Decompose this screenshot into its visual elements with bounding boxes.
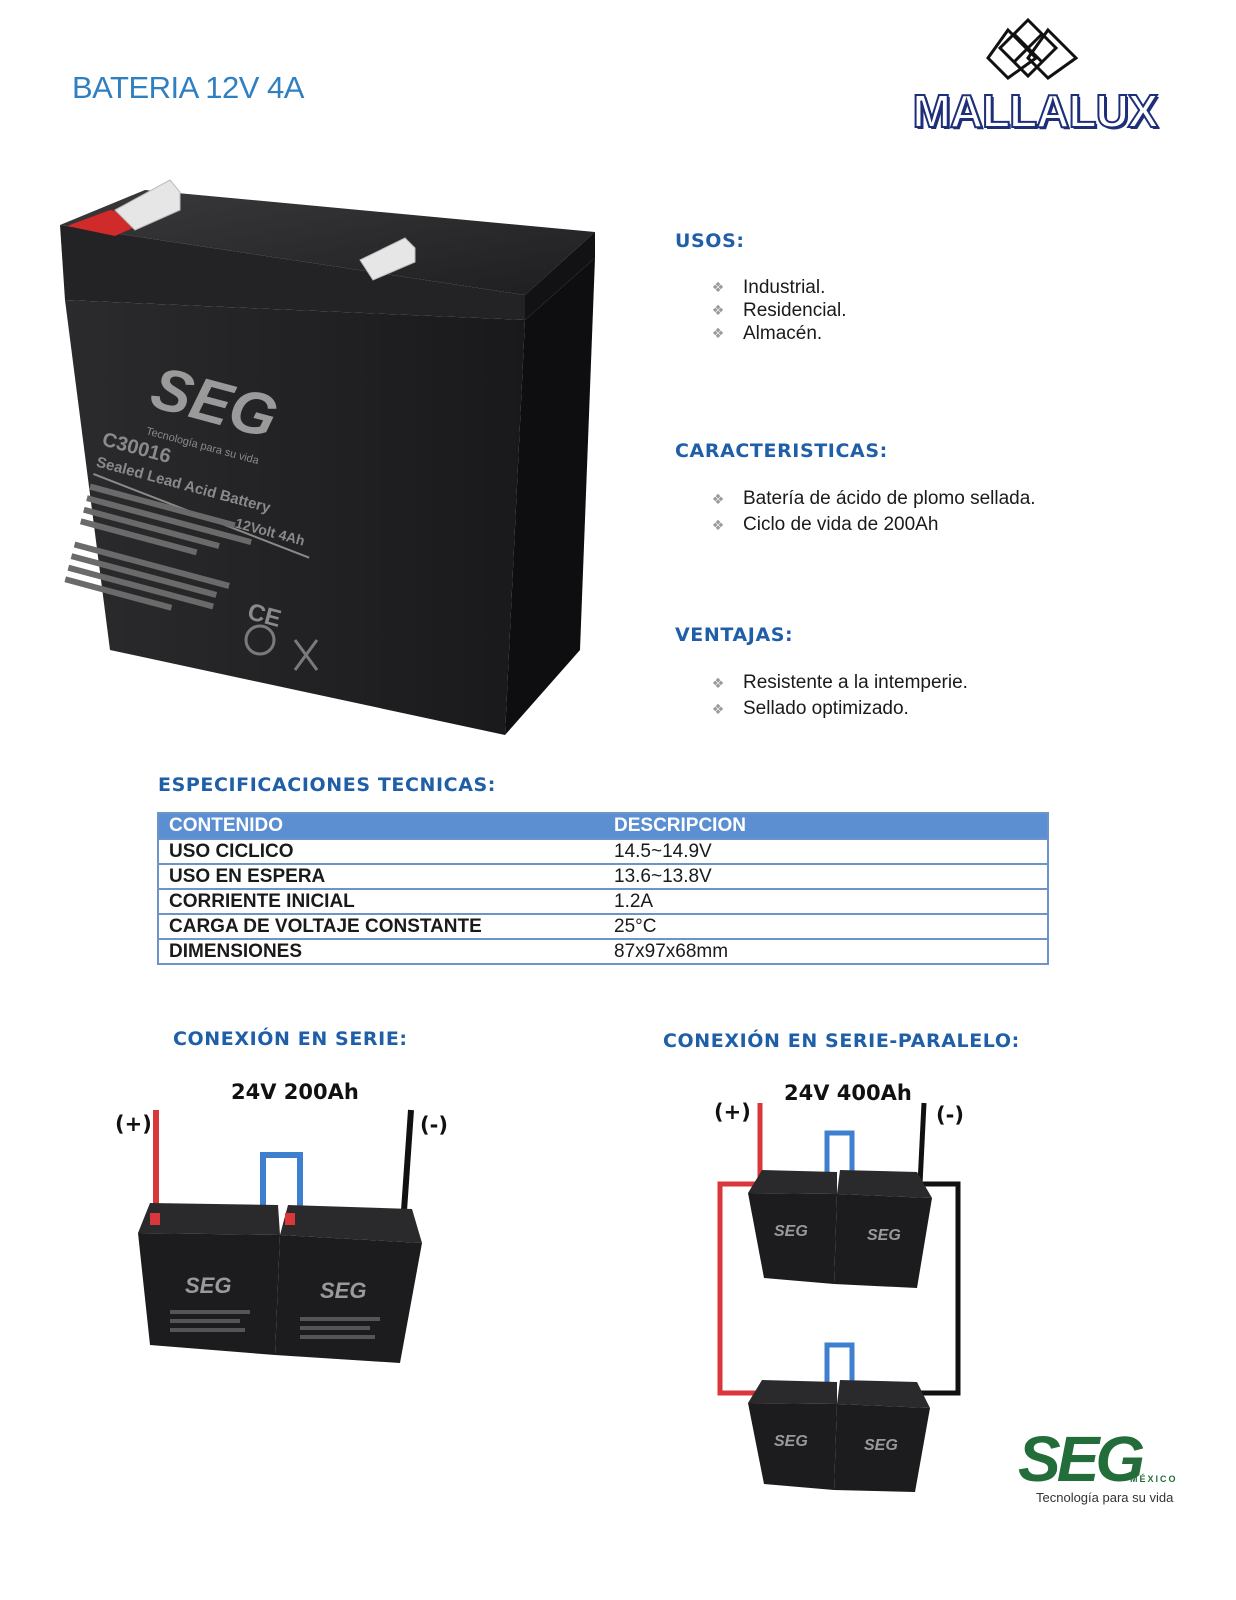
spec-value: 87x97x68mm: [604, 938, 1048, 964]
seg-sub: MÉXICO: [1130, 1474, 1178, 1484]
diamond-bullet-icon: ❖: [711, 701, 725, 717]
battery-product-image: SEG Tecnología para su vida C30016 Seale…: [60, 179, 595, 735]
spec-value: 14.5~14.9V: [604, 838, 1048, 864]
usos-heading: USOS:: [675, 230, 745, 252]
diamond-bullet-icon: ❖: [711, 279, 725, 295]
diamond-bullet-icon: ❖: [711, 491, 725, 507]
spec-value: 25°C: [604, 913, 1048, 939]
list-item: ❖Ciclo de vida de 200Ah: [705, 512, 1036, 538]
bridge-wire: [824, 1342, 855, 1398]
serie-paralelo-positive-label: (+): [714, 1100, 751, 1124]
serie-paralelo-diagram: SEG SEG SEG SEG: [717, 1102, 961, 1492]
negative-wire: [400, 1109, 414, 1226]
list-item: ❖Sellado optimizado.: [705, 696, 968, 722]
battery-icon: SEG: [748, 1380, 837, 1490]
column-header: CONTENIDO: [158, 813, 604, 839]
serie-positive-label: (+): [115, 1112, 152, 1136]
svg-text:SEG: SEG: [774, 1223, 808, 1240]
serie-paralelo-negative-label: (-): [936, 1103, 964, 1127]
list-item: ❖Batería de ácido de plomo sellada.: [705, 486, 1036, 512]
serie-paralelo-rating: 24V 400Ah: [784, 1081, 912, 1105]
serie-paralelo-heading: CONEXIÓN EN SERIE-PARALELO:: [663, 1030, 1020, 1052]
svg-text:SEG: SEG: [774, 1433, 808, 1450]
serie-rating: 24V 200Ah: [231, 1080, 359, 1104]
diamond-bullet-icon: ❖: [711, 675, 725, 691]
spec-label: USO CICLICO: [158, 838, 604, 864]
page-title: BATERIA 12V 4A: [72, 70, 304, 105]
battery-icon: SEG: [834, 1380, 930, 1492]
spec-label: CARGA DE VOLTAJE CONSTANTE: [158, 913, 604, 939]
serie-negative-label: (-): [420, 1113, 448, 1137]
battery-icon: SEG: [834, 1170, 932, 1288]
diamond-bullet-icon: ❖: [711, 517, 725, 533]
column-header: DESCRIPCION: [604, 813, 1048, 839]
bridge-wire: [824, 1130, 855, 1188]
ventajas-heading: VENTAJAS:: [675, 624, 794, 646]
ventajas-list: ❖Resistente a la intemperie. ❖Sellado op…: [705, 670, 968, 722]
spec-value: 13.6~13.8V: [604, 863, 1048, 889]
negative-wire: [916, 1102, 961, 1396]
mallalux-wordmark: MALLALUX: [912, 84, 1160, 138]
svg-text:SEG: SEG: [864, 1437, 898, 1454]
seg-wordmark: SEG: [1018, 1423, 1145, 1495]
battery-icon: SEG: [748, 1170, 837, 1284]
spec-label: DIMENSIONES: [158, 938, 604, 964]
specs-heading: ESPECIFICACIONES TECNICAS:: [158, 774, 497, 796]
diamond-bullet-icon: ❖: [711, 325, 725, 341]
positive-wire: [717, 1103, 763, 1396]
usos-list: ❖Industrial. ❖Residencial. ❖Almacén.: [705, 276, 847, 345]
svg-text:SEG: SEG: [867, 1227, 901, 1244]
caracteristicas-heading: CARACTERISTICAS:: [675, 440, 888, 462]
diamond-bullet-icon: ❖: [711, 302, 725, 318]
svg-text:SEG: SEG: [320, 1278, 366, 1303]
table-header-row: CONTENIDO DESCRIPCION: [158, 813, 1048, 839]
mallalux-diamond-icon: [986, 17, 1079, 80]
list-item: ❖Industrial.: [705, 276, 847, 299]
spec-label: CORRIENTE INICIAL: [158, 888, 604, 914]
list-item: ❖Almacén.: [705, 322, 847, 345]
battery-icon: SEG: [138, 1203, 280, 1355]
list-item: ❖Residencial.: [705, 299, 847, 322]
bridge-wire: [260, 1152, 303, 1225]
serie-diagram: SEG SEG: [138, 1109, 422, 1363]
mallalux-logo: MALLALUX: [910, 17, 1160, 144]
seg-logo: SEG MÉXICO Tecnología para su vida: [1018, 1422, 1193, 1512]
seg-tagline: Tecnología para su vida: [1036, 1490, 1174, 1505]
battery-icon: SEG: [275, 1205, 422, 1363]
list-item: ❖Resistente a la intemperie.: [705, 670, 968, 696]
spec-label: USO EN ESPERA: [158, 863, 604, 889]
spec-value: 1.2A: [604, 888, 1048, 914]
caracteristicas-list: ❖Batería de ácido de plomo sellada. ❖Cic…: [705, 486, 1036, 538]
svg-text:SEG: SEG: [185, 1273, 231, 1298]
serie-heading: CONEXIÓN EN SERIE:: [173, 1028, 408, 1050]
